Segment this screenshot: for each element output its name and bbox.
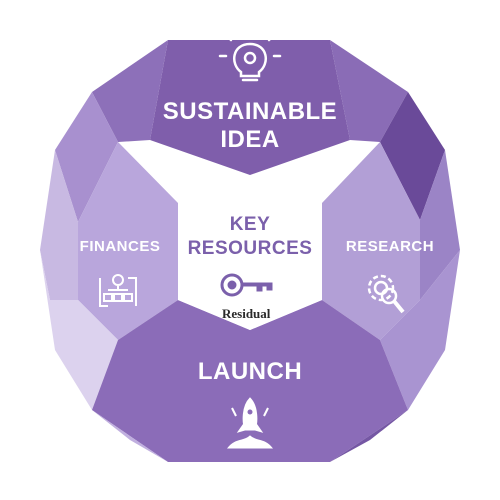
top-label-line1: SUSTAINABLE bbox=[162, 98, 338, 125]
facet-top-left bbox=[92, 40, 168, 142]
bottom-label: LAUNCH bbox=[197, 358, 303, 385]
lightbulb-gear-icon bbox=[218, 33, 282, 82]
center-label-line2: RESOURCES bbox=[187, 238, 313, 259]
facet-right-edge bbox=[380, 92, 445, 220]
residual-brand-logo: Residual bbox=[222, 306, 271, 321]
center-hexagon bbox=[178, 175, 322, 330]
flowchart-cycle-icon bbox=[99, 274, 137, 307]
rocket-icon bbox=[226, 397, 274, 449]
facet-bottom-right bbox=[330, 410, 408, 462]
gear-magnifier-icon bbox=[367, 274, 405, 314]
facet-right bbox=[322, 142, 420, 340]
top-label-line2: IDEA bbox=[220, 126, 280, 153]
facet-bottom-center bbox=[92, 300, 408, 462]
center-label-line1: KEY bbox=[229, 214, 271, 235]
key-icon bbox=[220, 273, 273, 297]
left-label: FINANCES bbox=[79, 238, 161, 255]
facet-top-center bbox=[150, 40, 350, 175]
facet-right-bottom bbox=[380, 250, 460, 410]
facet-left-upper bbox=[55, 92, 118, 222]
right-label: RESEARCH bbox=[345, 238, 435, 255]
facet-left-bottom bbox=[40, 250, 118, 410]
facet-top-right bbox=[330, 40, 408, 142]
facet-left bbox=[78, 142, 178, 340]
facet-left-low bbox=[40, 150, 78, 300]
facet-bottom-left bbox=[92, 410, 168, 462]
